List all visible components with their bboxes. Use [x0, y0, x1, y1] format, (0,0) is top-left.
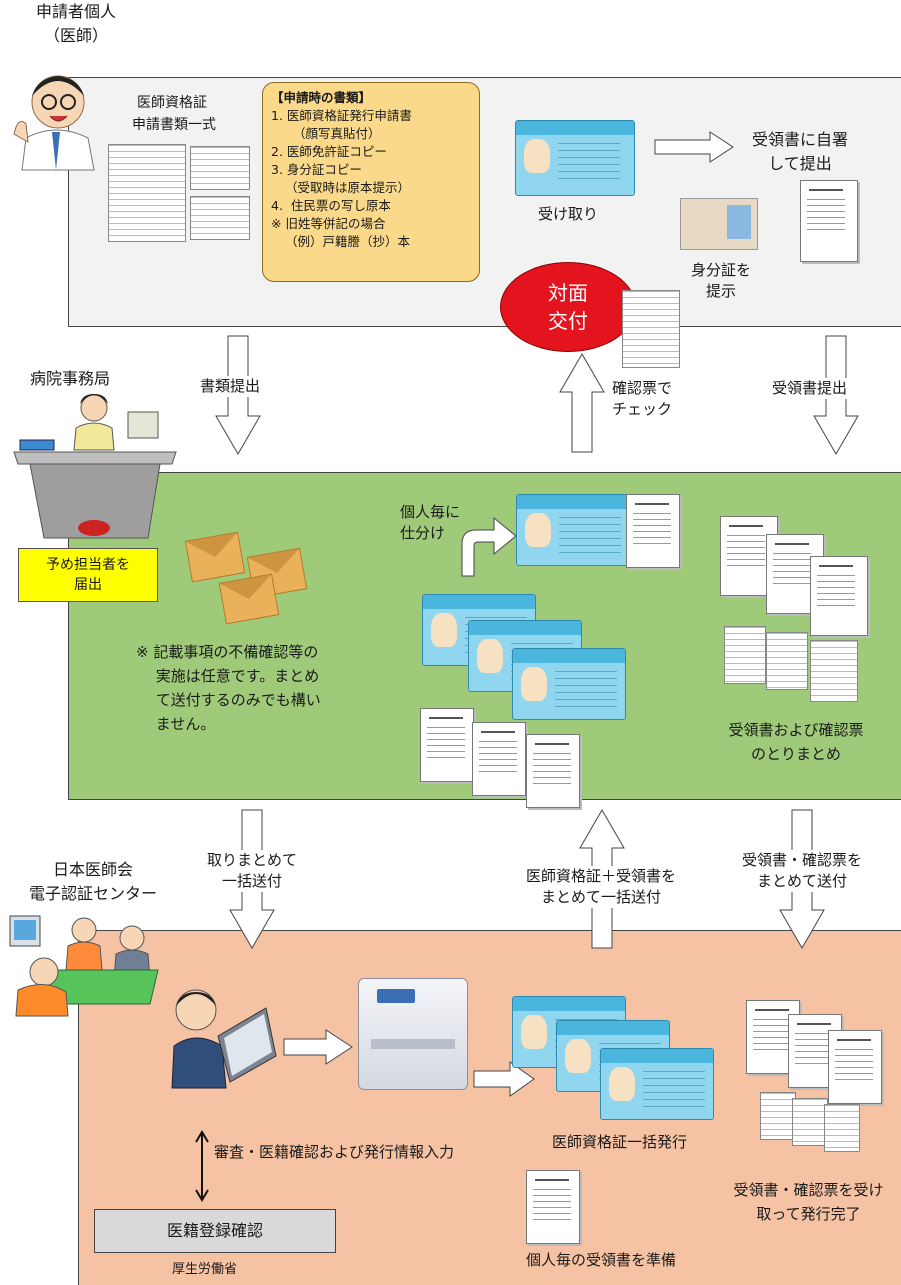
- license-card-image: [515, 120, 635, 196]
- confirmation-sheet-image: [792, 1098, 828, 1146]
- compile-label: 受領書および確認票 のとりまとめ: [728, 721, 864, 763]
- operator-illustration: [171, 989, 277, 1089]
- doc-item: 2. 医師免許証コピー: [271, 144, 387, 159]
- submit-docs-label: 書類提出: [200, 376, 261, 397]
- id-copy-image: [190, 196, 250, 240]
- doc-item: ※ 旧姓等併記の場合: [271, 216, 386, 231]
- actor-hospital-label: 病院事務局: [30, 369, 111, 388]
- doc-item: 4. 住民票の写し原本: [271, 198, 391, 213]
- license-card-image: [600, 1048, 714, 1120]
- required-documents-box: 【申請時の書類】 1. 医師資格証発行申請書 （顔写真貼付） 2. 医師免許証コ…: [262, 82, 480, 282]
- receive-label: 受け取り: [538, 205, 599, 223]
- show-id-label: 身分証を 提示: [690, 261, 751, 300]
- cards-receipts-send-label: 医師資格証＋受領書を まとめて一括送付: [498, 866, 704, 908]
- registry-check-label: 医籍登録確認: [166, 1221, 263, 1240]
- ministry-label: 厚生労働省: [172, 1262, 238, 1277]
- bulk-send-label: 取りまとめて 一括送付: [194, 850, 310, 892]
- confirmation-sheet-image: [724, 626, 766, 684]
- application-form-image: [108, 144, 186, 242]
- doc-item: 1. 医師資格証発行申請書: [271, 108, 412, 123]
- confirmation-sheet-image: [622, 290, 680, 368]
- receipt-paper-image: [810, 556, 868, 636]
- bulk-issue-label: 医師資格証一括発行: [552, 1133, 688, 1151]
- receipt-paper-image: [472, 722, 526, 796]
- complete-label: 受領書・確認票を受け 取って発行完了: [733, 1181, 884, 1223]
- actor-doctor-label: 申請者個人 （医師）: [35, 2, 116, 45]
- face-to-face-text: 対面 交付: [548, 281, 588, 333]
- sign-receipt-label: 受領書に自署 して提出: [751, 130, 848, 173]
- center-staff-illustration: [9, 915, 159, 1017]
- right-arrow-icon: [654, 131, 734, 163]
- receipt-paper-image: [828, 1030, 882, 1104]
- card-printer-image: [358, 978, 468, 1090]
- registry-check-box: 医籍登録確認: [94, 1209, 336, 1253]
- pre-register-note: 予め担当者を 届出: [18, 548, 158, 602]
- confirmation-sheet-image: [760, 1092, 796, 1140]
- confirmation-sheet-image: [810, 640, 858, 702]
- face-to-face-delivery-badge: 対面 交付: [500, 262, 636, 352]
- license-card-image: [516, 494, 630, 566]
- right-arrow-icon: [283, 1029, 353, 1065]
- required-documents-title: 【申請時の書類】: [271, 90, 372, 105]
- pre-register-text: 予め担当者を 届出: [46, 557, 130, 593]
- sort-label: 個人毎に 仕分け: [400, 503, 461, 542]
- submit-receipt-label: 受領書提出: [772, 378, 848, 399]
- doc-item: （受取時は原本提示）: [285, 180, 411, 195]
- confirmation-sheet-image: [766, 632, 808, 690]
- bent-arrow-icon: [461, 516, 517, 577]
- receipt-paper-image: [626, 494, 680, 568]
- receipt-paper-image: [800, 180, 858, 262]
- hospital-staff-illustration: [13, 394, 177, 539]
- prepare-receipt-label: 個人毎の受領書を準備: [526, 1251, 677, 1269]
- check-confirm-label: 確認票で チェック: [612, 379, 673, 418]
- receipt-paper-image: [420, 708, 474, 782]
- up-arrow-icon: [559, 353, 605, 453]
- receipts-confirm-send-label: 受領書・確認票を まとめて送付: [718, 850, 886, 892]
- license-copy-image: [190, 146, 250, 190]
- license-card-image: [512, 648, 626, 720]
- doc-item: （顔写真貼付）: [293, 126, 381, 141]
- right-arrow-icon: [473, 1061, 535, 1097]
- doc-item: （例）戸籍謄（抄）本: [285, 234, 411, 249]
- receipt-paper-image: [526, 734, 580, 808]
- id-card-image: [680, 198, 758, 250]
- actor-center-label: 日本医師会 電子認証センター: [28, 860, 157, 903]
- doctor-illustration: [13, 75, 95, 171]
- application-set-label: 医師資格証 申請書類一式: [132, 95, 216, 133]
- confirmation-sheet-image: [824, 1104, 860, 1152]
- optional-check-remark: ※ 記載事項の不備確認等の 実施は任意です。まとめ て送付するのみでも構い ませ…: [136, 643, 321, 733]
- review-input-label: 審査・医籍確認および発行情報入力: [214, 1143, 455, 1161]
- receipt-paper-image: [526, 1170, 580, 1244]
- double-arrow-icon: [195, 1130, 209, 1202]
- doc-item: 3. 身分証コピー: [271, 162, 362, 177]
